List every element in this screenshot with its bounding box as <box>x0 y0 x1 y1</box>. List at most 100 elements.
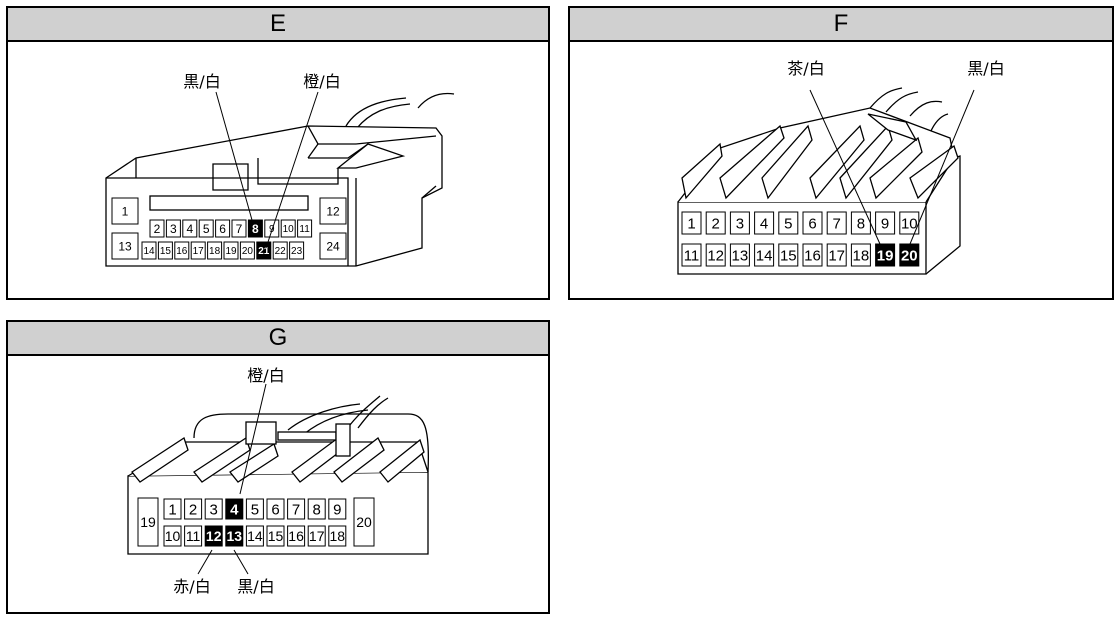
pin-number: 12 <box>707 247 724 264</box>
pin <box>289 241 305 260</box>
pin <box>190 241 206 260</box>
pin-number: 2 <box>189 501 197 518</box>
pin-number: 20 <box>242 246 254 257</box>
pin-number: 17 <box>309 528 325 544</box>
pin-number: 19 <box>140 514 156 530</box>
pin <box>328 525 347 547</box>
pin-number: 4 <box>230 501 239 518</box>
pin-number: 14 <box>756 247 773 264</box>
pin-number: 8 <box>313 501 321 518</box>
pin-number: 10 <box>901 215 918 232</box>
pin-number: 13 <box>732 247 749 264</box>
pin <box>266 525 285 547</box>
pin-number: 22 <box>275 246 287 257</box>
pin <box>163 525 182 547</box>
pin <box>264 219 280 238</box>
pin <box>184 525 203 547</box>
pin <box>328 498 347 520</box>
pin-number: 2 <box>154 222 161 236</box>
pin-number: 17 <box>828 247 845 264</box>
pin-number: 9 <box>881 215 889 232</box>
pin-number: 18 <box>209 246 221 257</box>
pin-number: 5 <box>203 222 210 236</box>
pin-number: 5 <box>784 215 792 232</box>
panel-title: E <box>8 8 548 42</box>
pin-number: 20 <box>356 514 372 530</box>
pin <box>207 241 223 260</box>
pin-number: 11 <box>684 247 700 264</box>
pin-number: 2 <box>712 215 720 232</box>
wire-label-red-white: 赤/白 <box>173 577 210 596</box>
pin <box>266 498 285 520</box>
pin-number: 16 <box>804 247 821 264</box>
pin <box>141 241 157 260</box>
pin-number: 19 <box>225 246 237 257</box>
pin <box>319 197 347 225</box>
pin <box>287 498 306 520</box>
pin-highlighted <box>899 243 920 267</box>
pin <box>754 211 775 235</box>
pin <box>182 219 198 238</box>
pin <box>149 219 165 238</box>
pin-number: 16 <box>176 246 188 257</box>
pin-number: 6 <box>808 215 816 232</box>
pin-number: 14 <box>247 528 263 544</box>
pin <box>287 525 306 547</box>
pin <box>165 219 181 238</box>
pin-number: 1 <box>687 215 695 232</box>
pin <box>826 243 847 267</box>
pin-number: 14 <box>143 246 155 257</box>
pin-number: 15 <box>780 247 797 264</box>
pin-number: 21 <box>258 246 270 257</box>
pin-number: 19 <box>877 247 894 264</box>
pin <box>280 219 296 238</box>
wire-label-black-white: 黒/白 <box>237 577 274 596</box>
pin <box>174 241 190 260</box>
pin-number: 15 <box>268 528 284 544</box>
pin-number: 18 <box>330 528 346 544</box>
wire-label-orange-white: 橙/白 <box>303 72 340 91</box>
pin-number: 15 <box>160 246 172 257</box>
pin-number: 13 <box>118 239 132 253</box>
pin <box>239 241 255 260</box>
pin <box>353 497 375 547</box>
pin-number: 16 <box>288 528 304 544</box>
pin-number: 7 <box>236 222 243 236</box>
pin-number: 24 <box>326 239 340 253</box>
pin-number: 10 <box>283 224 295 235</box>
pin-number: 18 <box>853 247 870 264</box>
pin-number: 20 <box>901 247 918 264</box>
wire-label-orange-white: 橙/白 <box>247 366 284 385</box>
pin <box>705 243 726 267</box>
pin-highlighted <box>875 243 896 267</box>
pin-number: 6 <box>219 222 226 236</box>
wire-label-black-white: 黒/白 <box>967 59 1004 78</box>
panel-title: G <box>8 322 548 356</box>
pin <box>198 219 214 238</box>
pin <box>297 219 313 238</box>
pin-number: 13 <box>227 528 243 544</box>
pin <box>319 232 347 260</box>
pin-number: 11 <box>299 224 310 235</box>
pin <box>111 197 139 225</box>
pin-number: 4 <box>760 215 768 232</box>
pin <box>778 211 799 235</box>
pin-number: 23 <box>291 246 303 257</box>
pin-number: 4 <box>186 222 193 236</box>
pin-number: 10 <box>165 528 181 544</box>
pin <box>729 243 750 267</box>
pin-number: 3 <box>210 501 218 518</box>
pin-highlighted <box>247 219 263 238</box>
pin <box>802 243 823 267</box>
pin <box>184 498 203 520</box>
pin-number: 5 <box>251 501 259 518</box>
pin-number: 8 <box>857 215 865 232</box>
pin-number: 17 <box>193 246 205 257</box>
pin <box>245 525 264 547</box>
panel-title: F <box>570 8 1112 42</box>
pin <box>802 211 823 235</box>
